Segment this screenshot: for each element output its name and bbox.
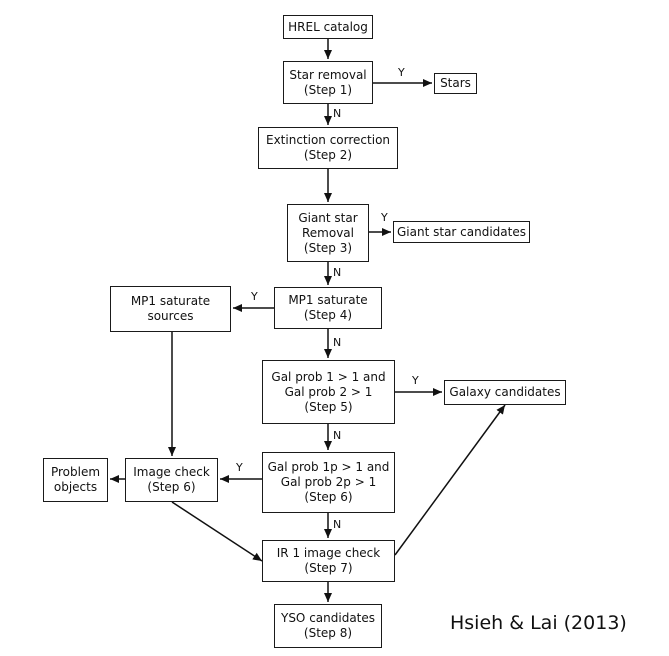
node-star-removal-line-1: Star removal <box>289 67 367 82</box>
node-giant-star-removal-line-3: (Step 3) <box>303 240 353 255</box>
node-giant-star-candidates: Giant star candidates <box>393 221 530 243</box>
node-mp1-saturate-sources-line-2: sources <box>147 309 194 323</box>
node-star-removal-line-2: (Step 1) <box>303 82 353 97</box>
node-problem-objects-line-1: Problem <box>50 465 101 479</box>
citation-credit: Hsieh & Lai (2013) <box>450 612 627 634</box>
node-ir1-image-check: IR 1 image check (Step 7) <box>262 540 395 582</box>
node-hrel-catalog: HREL catalog <box>283 15 373 39</box>
node-gal-prob-step-5-line-3: (Step 5) <box>304 399 353 414</box>
node-problem-objects-line-2: objects <box>53 480 98 494</box>
node-giant-star-removal-line-1: Giant star <box>298 210 358 225</box>
node-mp1-saturate-line-1: MP1 saturate <box>288 293 368 307</box>
label-giant-yes: Y <box>381 211 388 224</box>
node-image-check-line-2: (Step 6) <box>147 480 196 494</box>
node-yso-candidates-line-1: YSO candidates <box>280 611 376 625</box>
node-gal-prob-step-6-line-2: Gal prob 2p > 1 <box>280 475 377 489</box>
node-mp1-saturate: MP1 saturate (Step 4) <box>274 287 382 329</box>
node-mp1-saturate-sources-line-1: MP1 saturate <box>130 294 211 308</box>
node-gal-prob-step-5: Gal prob 1 > 1 and Gal prob 2 > 1 (Step … <box>262 360 395 424</box>
node-galaxy-candidates: Galaxy candidates <box>444 380 566 405</box>
node-giant-star-candidates-line-1: Giant star candidates <box>397 224 526 239</box>
node-extinction-correction-line-1: Extinction correction <box>265 133 391 147</box>
label-mp1-yes: Y <box>251 290 258 303</box>
node-gal-prob-step-6-line-1: Gal prob 1p > 1 and <box>267 460 390 474</box>
node-stars-line-1: Stars <box>440 76 471 90</box>
node-hrel-catalog-line-1: HREL catalog <box>288 19 368 34</box>
label-galprob-p-yes: Y <box>236 461 243 474</box>
node-gal-prob-step-5-line-1: Gal prob 1 > 1 and <box>271 369 386 384</box>
node-yso-candidates: YSO candidates (Step 8) <box>274 604 382 648</box>
edge-image-check-to-ir1 <box>171 501 263 562</box>
node-extinction-correction: Extinction correction (Step 2) <box>258 127 398 169</box>
node-mp1-saturate-sources: MP1 saturate sources <box>110 286 231 332</box>
node-gal-prob-step-6-line-3: (Step 6) <box>304 490 353 504</box>
node-ir1-image-check-line-2: (Step 7) <box>304 561 353 575</box>
label-star-removal-no: N <box>333 107 342 120</box>
node-yso-candidates-line-2: (Step 8) <box>303 626 353 640</box>
label-mp1-no: N <box>333 336 342 349</box>
node-ir1-image-check-line-1: IR 1 image check <box>276 546 381 560</box>
edge-ir1-to-galaxy-candidates <box>394 404 506 556</box>
node-giant-star-removal: Giant star Removal (Step 3) <box>287 204 369 262</box>
node-image-check-line-1: Image check <box>133 465 210 479</box>
node-extinction-correction-line-2: (Step 2) <box>303 148 353 162</box>
label-galprob-yes: Y <box>412 374 419 387</box>
node-image-check: Image check (Step 6) <box>125 458 218 502</box>
node-giant-star-removal-line-2: Removal <box>301 225 354 240</box>
node-gal-prob-step-6: Gal prob 1p > 1 and Gal prob 2p > 1 (Ste… <box>262 452 395 513</box>
label-galprob-no: N <box>333 429 342 442</box>
node-gal-prob-step-5-line-2: Gal prob 2 > 1 <box>284 384 373 399</box>
label-star-removal-yes: Y <box>398 66 405 79</box>
node-mp1-saturate-line-2: (Step 4) <box>303 308 353 322</box>
node-galaxy-candidates-line-1: Galaxy candidates <box>449 385 561 399</box>
label-giant-no: N <box>333 266 342 279</box>
node-star-removal: Star removal (Step 1) <box>283 61 373 104</box>
node-problem-objects: Problem objects <box>43 458 108 502</box>
label-galprob-p-no: N <box>333 518 342 531</box>
node-stars: Stars <box>434 73 477 94</box>
